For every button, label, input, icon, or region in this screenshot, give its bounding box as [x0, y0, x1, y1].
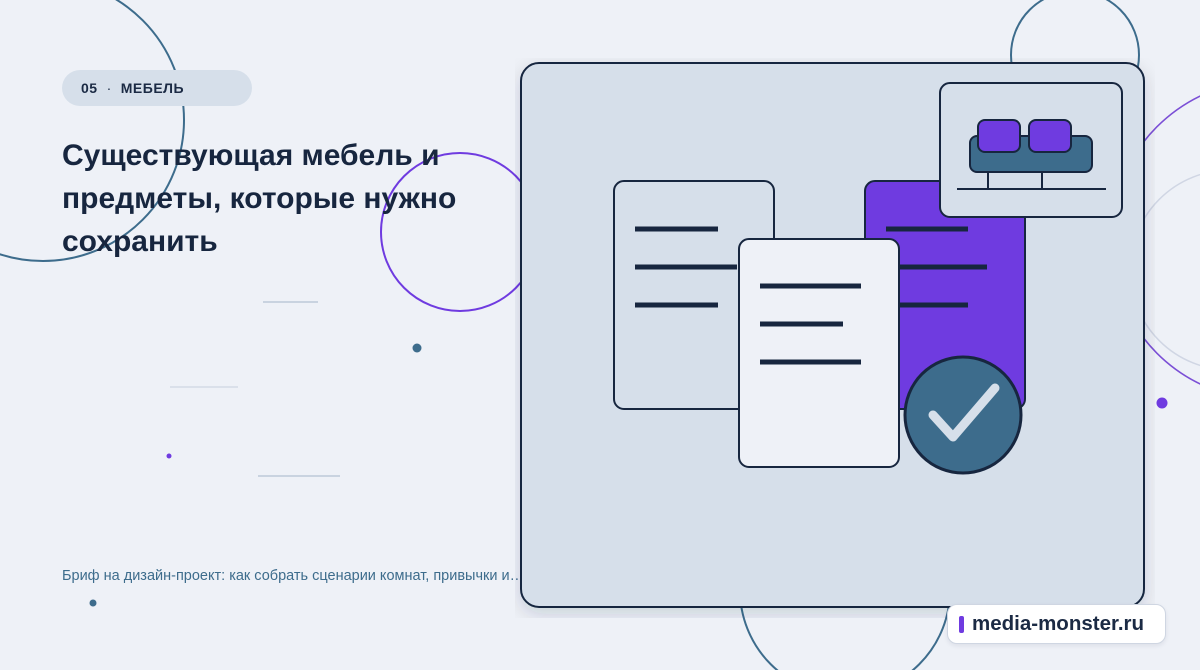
document-center-icon: [738, 238, 900, 468]
title-line-3: сохранить: [62, 225, 218, 258]
section-badge: 05 · МЕБЕЛЬ: [62, 70, 252, 106]
decor-dot-3: [89, 599, 97, 607]
title-line-1: Существующая мебель и: [62, 139, 440, 172]
site-watermark: media-monster.ru: [947, 604, 1166, 644]
site-accent-bar: [959, 615, 964, 633]
section-separator: ·: [106, 80, 112, 96]
decor-circle-large-left: [0, 0, 185, 262]
document-left-icon: [613, 180, 775, 410]
sofa-icon: [957, 119, 1106, 190]
section-number: 05: [81, 80, 98, 96]
decor-dot-1: [412, 343, 422, 353]
section-category: МЕБЕЛЬ: [120, 80, 185, 96]
page-title: Существующая мебель и предметы, которые …: [62, 134, 522, 263]
decor-dot-5: [435, 319, 441, 325]
sofa-card: [939, 82, 1123, 218]
title-line-2: предметы, которые нужно: [62, 182, 457, 215]
site-name: media-monster.ru: [972, 612, 1145, 635]
documents-illustration: [520, 62, 1145, 608]
decor-dot-2: [166, 453, 172, 459]
check-circle-icon: [903, 355, 1023, 475]
article-caption: Бриф на дизайн-проект: как собрать сцена…: [62, 568, 525, 584]
decor-dot-4: [1156, 397, 1168, 409]
